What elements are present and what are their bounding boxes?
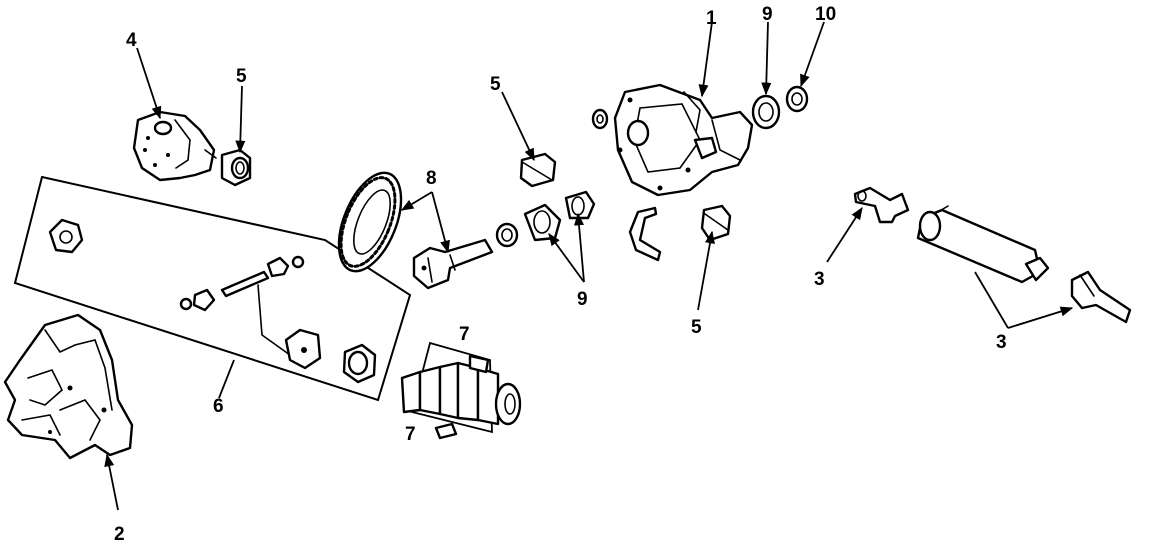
callout-5-center: 5	[490, 74, 501, 95]
callout-6: 6	[213, 396, 224, 417]
callout-4: 4	[126, 30, 137, 51]
clutch-pack-part	[400, 341, 522, 440]
gear-kit-outline	[13, 175, 412, 402]
callout-10: 10	[815, 4, 836, 25]
callout-3-front: 3	[814, 269, 825, 290]
driveshaft-tube-part	[916, 205, 1050, 284]
side-bearing-part-left	[220, 148, 252, 187]
callout-9-right: 9	[762, 4, 773, 25]
pinion-race-part	[564, 190, 596, 220]
pinion-bearing-part-right	[751, 94, 781, 130]
side-bearing-part-right	[700, 204, 732, 242]
callout-3-rear: 3	[996, 332, 1007, 353]
pinion-bearing-part	[523, 203, 562, 242]
callout-5-left: 5	[236, 66, 247, 87]
pinion-nut-part	[48, 218, 84, 254]
ring-gear-part	[337, 171, 403, 273]
pinion-seal-part	[785, 85, 809, 113]
axle-housing-part	[613, 83, 754, 197]
retaining-clip-part	[628, 206, 662, 262]
callout-8: 8	[426, 168, 437, 189]
callout-9-center: 9	[577, 289, 588, 310]
differential-case-part	[132, 110, 217, 182]
callout-7-bottom: 7	[405, 424, 416, 445]
side-bearing-part-center	[519, 152, 557, 188]
thrust-washer-part	[284, 328, 322, 370]
carrier-housing-part	[3, 313, 134, 460]
pinion-gear-part	[412, 238, 494, 290]
driveshaft-yoke-rear	[1070, 270, 1132, 324]
callout-labels: 1 2 3 3 4 5 5 5 6 7 7 8 9 9 10	[114, 4, 1007, 542]
side-gear-part	[342, 343, 377, 384]
pinion-bearing-small	[495, 222, 519, 248]
leader-lines	[104, 21, 1074, 511]
housing-seal-small	[591, 108, 609, 130]
cross-shaft-part	[220, 270, 291, 356]
callout-1: 1	[706, 8, 717, 29]
driveshaft-yoke-front	[853, 186, 910, 224]
callout-2: 2	[114, 524, 125, 542]
callout-5-right: 5	[691, 317, 702, 338]
callout-7-top: 7	[459, 324, 470, 345]
lock-bolt-parts	[179, 255, 305, 312]
